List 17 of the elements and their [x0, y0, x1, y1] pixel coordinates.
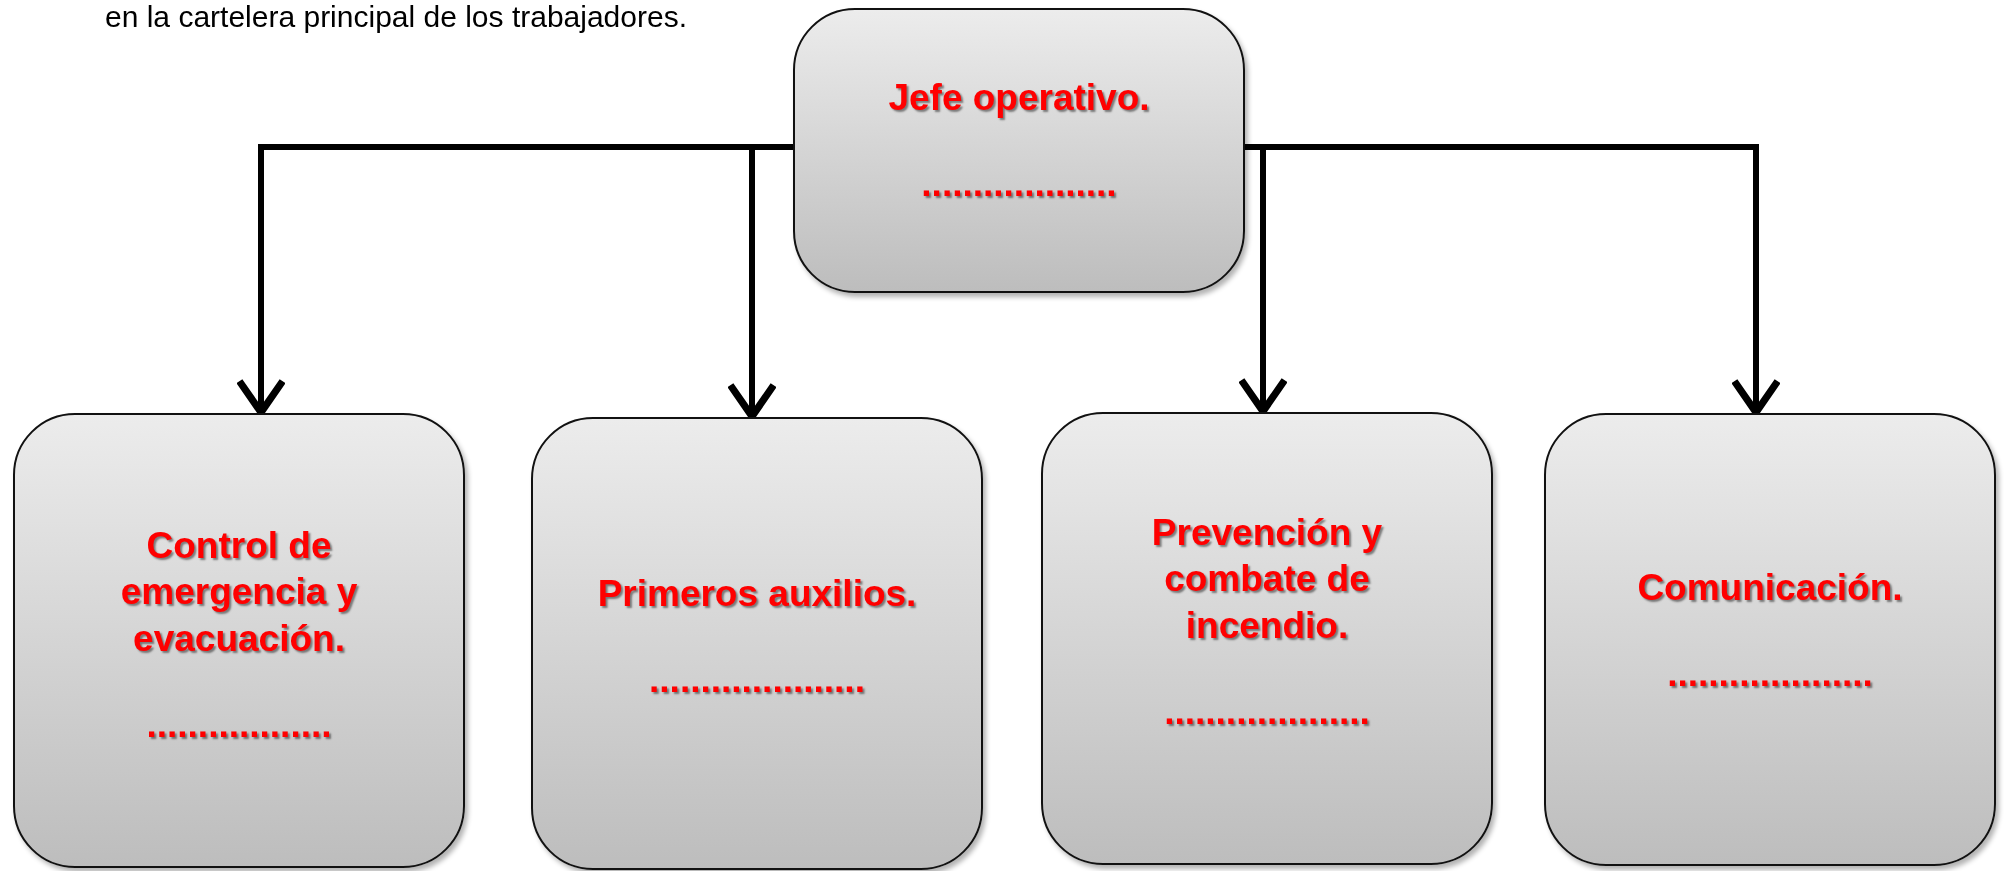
rounded-box [1544, 413, 1996, 866]
rounded-box [793, 8, 1245, 293]
note-text: en la cartelera principal de los trabajadores. [105, 0, 687, 34]
box-title: Control de emergencia y evacuación. [119, 524, 359, 661]
arrow [726, 144, 793, 420]
rounded-box [1041, 412, 1493, 865]
rounded-box [13, 413, 465, 868]
box-title: Primeros auxilios. [597, 572, 917, 616]
fill-in-line: ................... [921, 162, 1117, 207]
rounded-box [531, 417, 983, 870]
fill-in-line: .................. [146, 702, 332, 747]
fill-in-line: ..................... [649, 658, 865, 703]
box-title: Prevención y combate de incendio. [1150, 511, 1384, 648]
fill-in-line: .................... [1667, 652, 1873, 697]
fill-in-line: .................... [1164, 689, 1370, 734]
box-title: Comunicación. [1637, 566, 1903, 610]
box-title: Jefe operativo. [888, 76, 1150, 120]
